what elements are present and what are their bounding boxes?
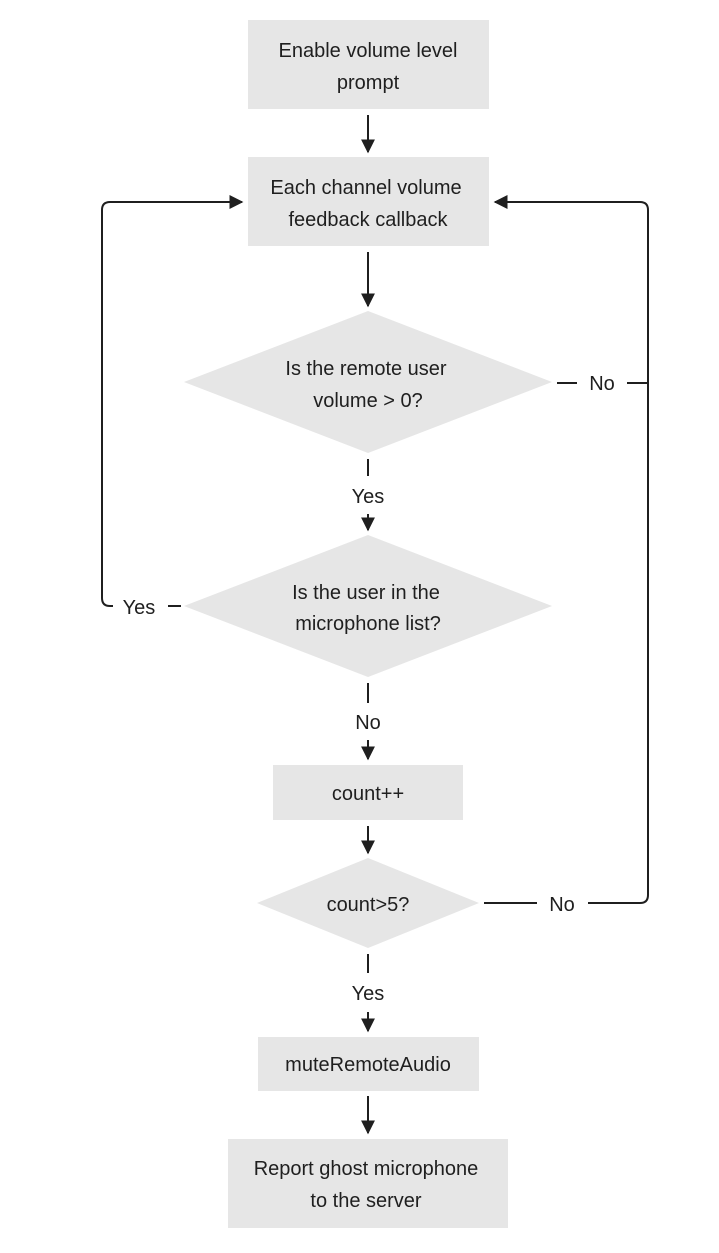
- node-mute-remote-audio: muteRemoteAudio: [258, 1037, 479, 1091]
- decision-volume-check-line1: Is the remote user: [285, 358, 447, 380]
- node-report-ghost-microphone-line1: Report ghost microphone: [254, 1158, 479, 1180]
- arrow-no-loop-to-callback: [493, 195, 649, 904]
- decision-volume-check-line2: volume > 0?: [313, 390, 423, 412]
- edge-label-volume-yes: Yes: [352, 486, 385, 508]
- node-report-ghost-microphone-line2: to the server: [310, 1190, 422, 1212]
- node-count-increment: count++: [273, 765, 463, 820]
- node-enable-volume-prompt-line1: Enable volume level: [279, 40, 458, 62]
- node-enable-volume-prompt-line2: prompt: [337, 72, 400, 94]
- edge-label-volume-no: No: [589, 373, 615, 395]
- edge-label-count-yes: Yes: [352, 983, 385, 1005]
- edge-label-count-no: No: [549, 894, 575, 916]
- node-report-ghost-microphone: Report ghost microphone to the server: [228, 1139, 508, 1228]
- node-count-increment-label: count++: [332, 783, 404, 805]
- decision-count-check: count>5?: [257, 858, 479, 948]
- decision-count-check-label: count>5?: [327, 894, 410, 916]
- node-enable-volume-prompt: Enable volume level prompt: [248, 20, 489, 109]
- decision-mic-list-check-line1: Is the user in the: [292, 582, 440, 604]
- decision-volume-check: Is the remote user volume > 0?: [184, 311, 552, 453]
- arrow-mic-yes-loop-to-callback: [101, 195, 244, 607]
- edge-label-mic-no: No: [355, 712, 381, 734]
- node-feedback-callback-line1: Each channel volume: [270, 177, 461, 199]
- node-feedback-callback: Each channel volume feedback callback: [248, 157, 489, 246]
- decision-mic-list-check: Is the user in the microphone list?: [184, 535, 552, 677]
- decision-mic-list-check-line2: microphone list?: [295, 613, 441, 635]
- edge-label-mic-yes: Yes: [123, 597, 156, 619]
- node-mute-remote-audio-label: muteRemoteAudio: [285, 1054, 451, 1076]
- node-feedback-callback-line2: feedback callback: [289, 209, 449, 231]
